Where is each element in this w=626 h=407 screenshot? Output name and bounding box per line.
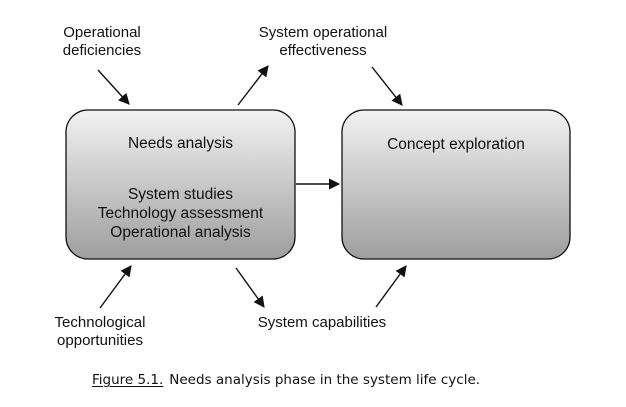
- arrow-deficiencies-to-needs: [97, 69, 130, 105]
- label-operational-deficiencies-line-1: Operational: [63, 24, 141, 41]
- arrow-effectiveness-to-concept: [371, 66, 403, 106]
- label-system-effectiveness-line-1: System operational: [258, 24, 388, 41]
- needs-analysis-item-operational-analysis: Operational analysis: [110, 224, 251, 241]
- arrow-needs-to-effectiveness: [237, 65, 269, 106]
- label-operational-deficiencies-line-2: deficiencies: [62, 42, 142, 59]
- figure-caption-text: Needs analysis phase in the system life …: [169, 372, 481, 388]
- needs-analysis-box: [65, 109, 296, 260]
- label-technological-opportunities-line-1: Technological: [54, 314, 146, 331]
- label-system-capabilities: System capabilities: [243, 314, 401, 332]
- arrow-capabilities-to-concept: [375, 265, 407, 308]
- label-technological-opportunities-line-2: opportunities: [57, 332, 143, 349]
- needs-analysis-items: System studies Technology assessment Ope…: [66, 185, 295, 242]
- label-system-capabilities-text: System capabilities: [257, 314, 387, 331]
- arrow-needs-to-capabilities: [235, 267, 265, 308]
- figure-caption: Figure 5.1. Needs analysis phase in the s…: [92, 371, 480, 389]
- needs-analysis-item-technology-assessment: Technology assessment: [97, 205, 264, 222]
- label-system-operational-effectiveness: System operational effectiveness: [245, 24, 401, 60]
- label-technological-opportunities: Technological opportunities: [44, 314, 156, 350]
- figure-caption-label: Figure 5.1.: [92, 372, 164, 388]
- arrow-opportunities-to-needs: [99, 265, 132, 309]
- concept-exploration-box: [341, 109, 571, 260]
- label-operational-deficiencies: Operational deficiencies: [50, 24, 154, 60]
- needs-analysis-title: Needs analysis: [127, 135, 234, 152]
- label-system-effectiveness-line-2: effectiveness: [279, 42, 367, 59]
- concept-exploration-title: Concept exploration: [387, 136, 525, 153]
- needs-analysis-item-system-studies: System studies: [127, 186, 234, 203]
